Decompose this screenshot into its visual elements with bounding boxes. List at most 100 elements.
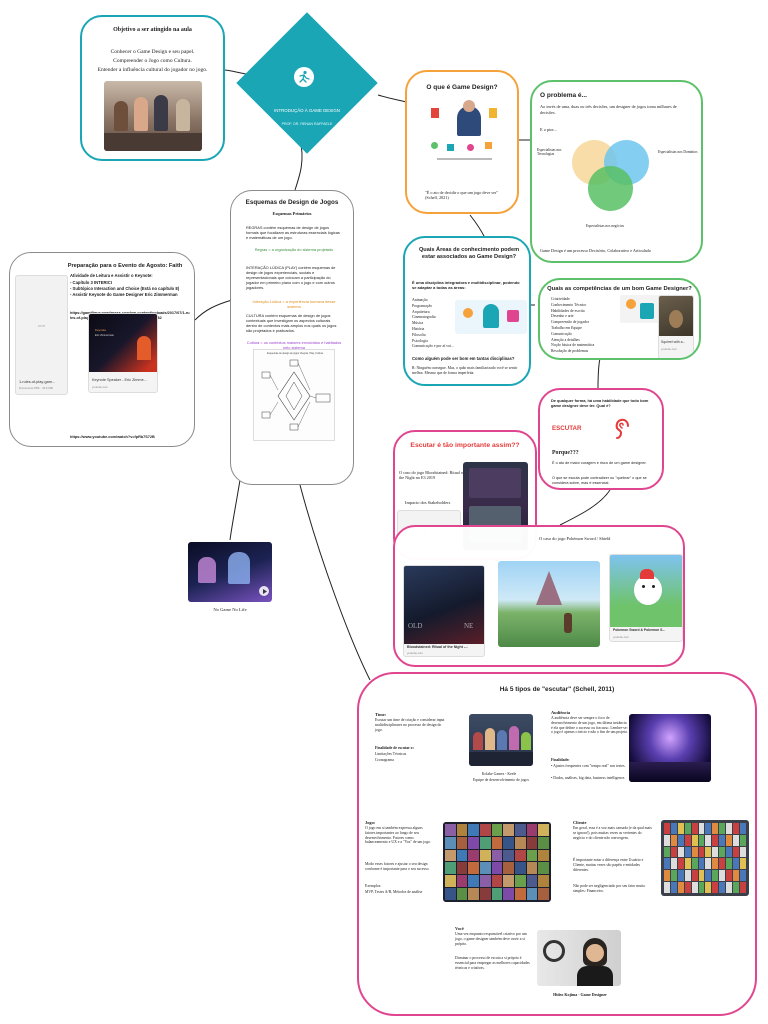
areas-answer: R: Ninguém consegue. Mas, o quão mais fa… [412,366,518,375]
what-is-node[interactable]: O que é Game Design? "É o ato de decidir… [405,70,519,214]
areas-item: Cinematografia [412,315,436,320]
game-design-collage [427,100,502,175]
skills-title: Quais as competências de um bom Game Des… [547,286,692,292]
prep-title: Preparação para o Evento de Agosto: Fait… [67,263,183,269]
bloodstained-video[interactable]: OLD NE Bloodstained: Ritual of the Night… [403,565,485,657]
time-final-2: Cronograma [375,758,394,762]
problem-footer: Game Design é um processo Decisório, Col… [540,248,651,253]
keynote-video-sub: youtube.com [92,385,109,389]
objective-node[interactable]: Objetivo a ser atingido na aula Conhecer… [80,15,225,161]
client-text: Em geral, essa é a voz mais cansada (e d… [573,826,652,840]
important-case1: O caso do jogo Bloodstained: Ritual of t… [399,470,465,481]
you-text: Uma vez enquanto responsável criativo po… [455,932,527,946]
schemas-play-summary: Interação Lúdica = a experiência humana … [252,299,336,309]
objective-title: Objetivo a ser atingido na aula [113,27,192,33]
audience-title: Audiência [551,710,571,715]
venn-label-business: Especialistas nos negócios [585,224,625,228]
schemas-diagram-title: Esquemas de design de jogos: Regras, Pla… [267,352,323,355]
pokemon-world-image [498,561,600,647]
areas-item: Programação [412,303,433,308]
what-is-title: O que é Game Design? [426,84,498,91]
client-title: Cliente [573,820,587,825]
class-photo [104,81,202,151]
problem-title: O problema é... [540,92,587,99]
prep-node[interactable]: Preparação para o Evento de Agosto: Fait… [9,252,195,447]
game-ex-title: Exemplos: [365,884,382,888]
areas-item: Filosofia [412,332,426,337]
areas-node[interactable]: Quais Áreas de conhecimento podem estar … [403,236,531,386]
pokemon-video[interactable]: Pokemon Sword & Pokemon S... youtube.com [609,554,683,642]
skills-item: Desenho e arte [551,314,574,319]
game-store-photo [661,820,749,896]
areas-item: Psicologia [412,338,428,343]
prep-item-3: - Assistir Keynote do Game Designer Eric… [70,292,178,297]
important-title: Escutar é tão importante assim?? [410,442,520,449]
squirrel-video-sub: youtube.com [661,347,678,351]
pokemon-video-label: Pokemon Sword & Pokemon S... [613,628,666,632]
areas-question: Como alguém pode ser bom em tantas disci… [412,356,515,361]
schemas-culture-summary: Cultura = os contextos maiores envolvido… [246,340,342,350]
areas-illustration [455,300,527,334]
team-photo [469,714,533,766]
listen-why: Porque??? [552,450,579,456]
cases-case2: O caso do jogo Pokémon Sword / Shield [539,536,611,541]
audience-text: A audiência deve ser sempre o foco de de… [551,716,629,735]
time-caption-1: Kolake Games - Keele [481,772,517,776]
schemas-node[interactable]: Esquemas de Design de Jogos Esquemas Pri… [230,190,354,485]
no-game-caption: No Game No Life [213,607,247,612]
you-text-2: Dominar o processo de escuta a si própri… [455,956,530,970]
center-title: INTRODUÇÃO À GAME DESIGN [274,108,340,113]
keynote-video[interactable]: Keynote Eric Zimmerman Keynote Speaker -… [88,313,158,393]
types-title: Há 5 tipos de "escutar" (Schell, 2011) [499,686,615,693]
bloodstained-video-label: Bloodstained: Ritual of the Night -... [407,645,469,649]
important-impact: Impacto dos Stakeholders [405,500,451,505]
venn-label-tech: Especialistas nos Tecnologias [537,148,562,157]
areas-item: História [412,326,425,331]
schemas-title: Esquemas de Design de Jogos [245,199,339,206]
skills-item: Atenção a detalhes [551,337,580,342]
game-text: O jogo em si também expressa alguns fato… [365,826,431,845]
squirrel-video-label: Squirrel with a... [661,340,686,344]
pdf-doc-sub: Documento PDF · 34,5 MB [19,386,53,390]
skills-item: Trabalho em Equipe [551,325,582,330]
listen-because: É o ato de maior coragem e risco de um g… [552,461,647,465]
center-node[interactable]: INTRODUÇÃO À GAME DESIGN PROF. DR. RENAN… [236,12,378,154]
squirrel-video[interactable]: Squirrel with a... youtube.com [658,295,694,358]
listen-node[interactable]: De qualquer forma, há uma habilidade que… [538,388,664,490]
prep-link-2[interactable]: https://www.youtube.com/watch?v=fpRb7S72… [70,435,155,439]
audience-final-title: Finalidade: [551,758,570,762]
problem-node[interactable]: O problema é... Ao invés de uma, duas ou… [530,80,703,263]
skills-item: Criatividade [551,297,570,301]
venn-label-domain: Especialistas nos Domínios [658,150,698,154]
time-text: Escutar um time de criação e considerar … [375,718,445,732]
areas-intro: É uma disciplina integradora e multidisc… [412,280,520,290]
areas-item: Animação [412,298,428,302]
center-author: PROF. DR. RENAN RAFFAELE [281,122,333,126]
skills-item: Comunicação [551,331,572,336]
areas-item: Arquitetura [412,309,430,314]
you-title: Você [455,926,464,931]
listen-word: ESCUTAR [552,425,582,432]
kojima-photo [537,930,621,986]
skills-item: Habilidades de escrita [551,308,585,313]
skills-item: Resolução de problemas [551,349,589,354]
prep-item-2: - Subtópico Interaction and Choice (Está… [70,286,180,291]
pdf-preview[interactable]: ▪▪▪▪▪▪ 1-rules-of-play-gam... Documento … [15,275,68,395]
schemas-rules: REGRAS contém esquemas de design de jogo… [246,225,340,240]
types-node[interactable]: Há 5 tipos de "escutar" (Schell, 2011) T… [357,672,757,1016]
time-caption-2: Equipe de desenvolvimento de jogos [473,778,529,782]
bloodstained-video-sub: youtube.com [407,651,424,655]
audience-photo [629,714,711,782]
audience-final-2: • Dados, análises, big data, business in… [551,776,626,780]
venn-diagram [572,140,662,225]
client-text-2: É importante notar a diferença entre Usu… [573,858,644,872]
cases-panel[interactable]: O caso do jogo Pokémon Sword / Shield OL… [393,525,685,667]
audience-final-1: • Ajustes frequentes com "tempo real" no… [551,764,626,768]
schemas-culture: CULTURA contém esquemas de design de jog… [246,313,337,333]
pdf-doc-label: 1-rules-of-play-gam... [19,380,56,384]
time-final-title: Finalidade de escutar o: [375,746,414,750]
schemas-subtitle: Esquemas Primários [272,211,312,216]
game-title: Jogo: [365,820,376,825]
skills-node[interactable]: Quais as competências de um bom Game Des… [538,278,701,360]
no-game-video[interactable] [188,542,272,602]
